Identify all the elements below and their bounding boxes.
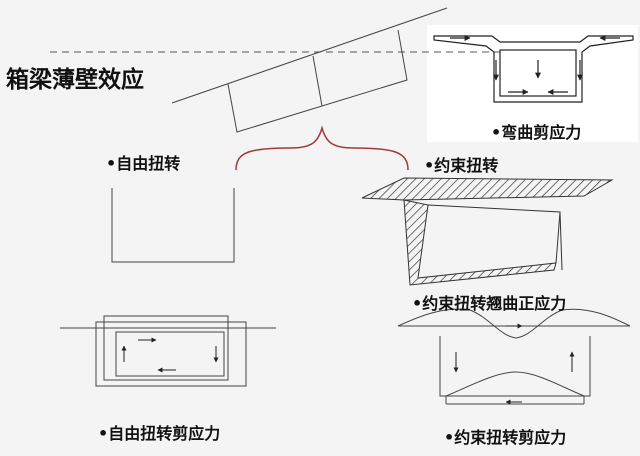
label-text: 自由扭转 bbox=[116, 154, 181, 173]
bullet-glyph: • bbox=[106, 154, 117, 173]
label-text: 约束扭转翘曲正应力 bbox=[422, 294, 567, 313]
bullet-glyph: • bbox=[444, 428, 455, 447]
label-text: 弯曲剪应力 bbox=[501, 123, 582, 142]
bullet-glyph: • bbox=[412, 294, 423, 313]
diagram-title: 箱梁薄壁效应 bbox=[6, 67, 144, 93]
label-restrained-torsion-shear: •约束扭转剪应力 bbox=[444, 424, 566, 448]
label-bending-shear: •弯曲剪应力 bbox=[491, 119, 581, 143]
label-restrained-torsion: •约束扭转 bbox=[424, 152, 498, 176]
bullet-glyph: • bbox=[491, 123, 502, 142]
label-free-torsion-shear: •自由扭转剪应力 bbox=[98, 420, 220, 444]
label-restrained-warping-normal: •约束扭转翘曲正应力 bbox=[412, 290, 566, 314]
bending-section-icon bbox=[433, 35, 634, 103]
rotated-box-midline bbox=[312, 55, 323, 107]
free-torsion-shear-diagram bbox=[60, 315, 276, 387]
bullet-glyph: • bbox=[424, 156, 435, 175]
label-free-torsion: •自由扭转 bbox=[106, 150, 180, 174]
label-text: 自由扭转剪应力 bbox=[108, 424, 221, 443]
label-text: 约束扭转剪应力 bbox=[454, 428, 567, 447]
bullet-glyph: • bbox=[98, 424, 109, 443]
restrained-torsion-shear-diagram bbox=[397, 308, 631, 405]
brace-symbol bbox=[235, 125, 409, 171]
inclined-deck-line bbox=[171, 7, 448, 104]
free-torsion-section bbox=[111, 188, 235, 263]
restrained-torsion-section bbox=[361, 177, 614, 286]
label-text: 约束扭转 bbox=[434, 156, 499, 175]
